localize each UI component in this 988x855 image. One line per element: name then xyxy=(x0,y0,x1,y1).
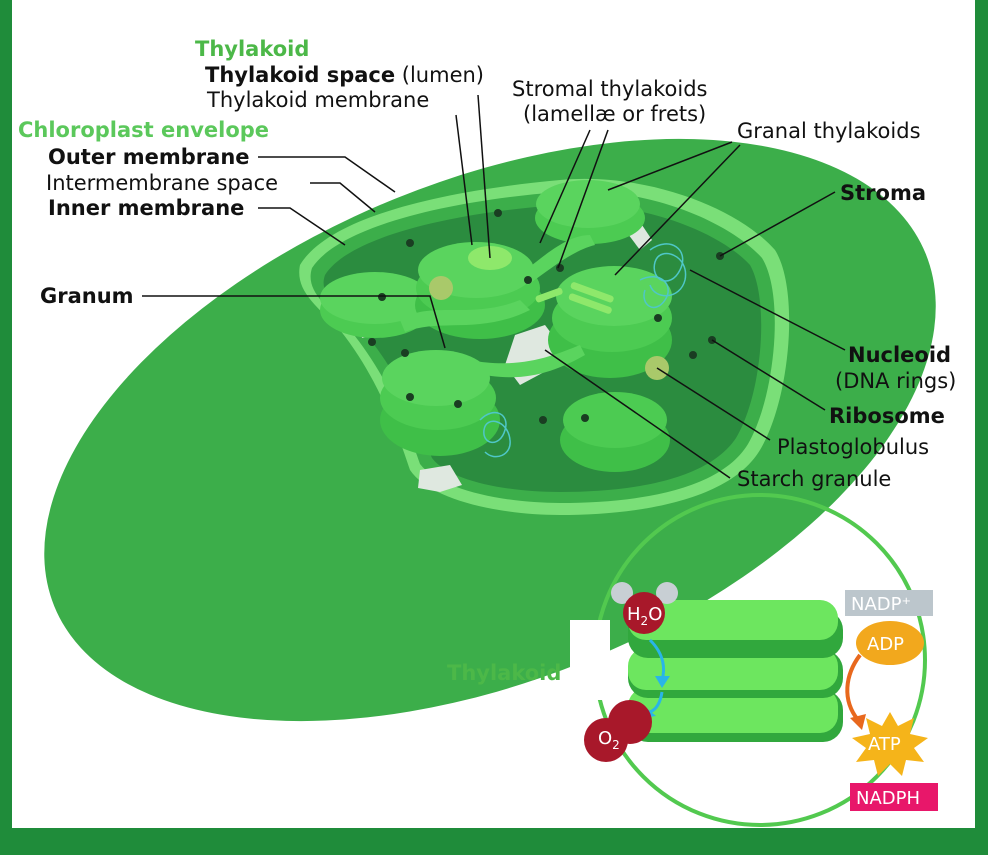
labels: Thylakoid Thylakoid space (lumen) Thylak… xyxy=(18,37,956,491)
thylakoid-space-label: Thylakoid space (lumen) xyxy=(205,63,484,87)
leader-thylakoid-space xyxy=(477,94,491,259)
outer-membrane-label: Outer membrane xyxy=(48,145,250,169)
hydrogen-atom xyxy=(611,582,633,604)
granum-bottom-left xyxy=(380,350,500,456)
ribosome-dot xyxy=(654,314,662,322)
ribosome-dot xyxy=(581,414,589,422)
ribosome-dot xyxy=(378,293,386,301)
atp-synthesis-arrow xyxy=(845,653,862,722)
nadph-badge xyxy=(850,783,938,811)
granal-thylakoids-label: Granal thylakoids xyxy=(737,119,921,143)
ribosome-dot xyxy=(406,239,414,247)
thylakoid-membrane-label: Thylakoid membrane xyxy=(206,88,429,112)
oxygen-atom xyxy=(623,592,665,634)
inset-thylakoid-stack xyxy=(628,600,843,742)
water-molecule: H2O xyxy=(611,582,678,634)
leader-granal-1 xyxy=(607,141,733,191)
ribosome-dot xyxy=(556,264,564,272)
leader-lines xyxy=(142,94,846,479)
inset-disc xyxy=(628,688,838,733)
ribosome-dot xyxy=(494,209,502,217)
thylakoid-inset: Thylakoid H2O O2 xyxy=(447,493,938,827)
leader-inner-membrane xyxy=(258,207,346,246)
oxygen-molecule: O2 xyxy=(584,700,652,762)
atp-synthesis-arrowhead xyxy=(850,714,866,730)
nadp-plus-label: NADP⁺ xyxy=(851,594,911,615)
leader-starch-granule xyxy=(544,349,731,479)
leader-granal-2 xyxy=(614,144,741,276)
leader-stromal-1 xyxy=(539,129,591,244)
starch-granule-label: Starch granule xyxy=(737,467,891,491)
thylakoid-heading: Thylakoid xyxy=(195,37,309,61)
plastoglobulus-shape xyxy=(429,276,453,300)
atp-star-shape xyxy=(852,712,928,776)
ribosome-dot xyxy=(539,416,547,424)
leader-thylakoid-membrane xyxy=(455,114,473,246)
electron-flow-arrowhead xyxy=(655,676,670,688)
stromal-lamella-shape xyxy=(568,293,612,314)
dna-ring-shape xyxy=(639,276,669,309)
plastoglobulus-label: Plastoglobulus xyxy=(777,435,929,459)
inset-disc xyxy=(628,600,838,640)
nadp-plus-badge xyxy=(845,590,933,616)
stromal-thylakoid-shape xyxy=(400,300,530,332)
ribosome-dot xyxy=(689,351,697,359)
oxygen-flow-arrow xyxy=(649,691,664,714)
diagram-panel: Thylakoid Thylakoid space (lumen) Thylak… xyxy=(12,0,975,828)
o2-label: O2 xyxy=(598,728,620,752)
granum-disc xyxy=(320,272,430,324)
oxygen-atom xyxy=(584,718,628,762)
granum-right xyxy=(548,266,672,380)
ribosome-dot xyxy=(401,349,409,357)
starch-granule-shape xyxy=(418,465,462,492)
leader-granum xyxy=(142,295,446,349)
nucleoid-label: Nucleoid xyxy=(848,343,951,367)
stromal-thylakoid-shape xyxy=(520,235,595,285)
atp-label: ATP xyxy=(868,734,901,755)
stroma-label: Stroma xyxy=(840,181,926,205)
nadph-label: NADPH xyxy=(856,788,920,809)
ribosome-dot xyxy=(454,400,462,408)
ribosome-dot xyxy=(524,276,532,284)
stromal-thylakoids-sub: (lamellæ or frets) xyxy=(523,102,706,126)
granum-disc xyxy=(563,392,667,448)
hydrogen-atom xyxy=(656,582,678,604)
adp-badge xyxy=(856,621,924,665)
granum-label: Granum xyxy=(40,284,134,308)
ribosome-dot xyxy=(368,338,376,346)
chloroplast-diagram: Thylakoid Thylakoid space (lumen) Thylak… xyxy=(18,37,956,827)
stromal-lamella-shape xyxy=(570,282,614,303)
adp-label: ADP xyxy=(867,634,904,655)
leader-stroma xyxy=(719,191,836,257)
nucleoid-sub: (DNA rings) xyxy=(835,369,956,393)
ribosome-dot xyxy=(406,393,414,401)
leader-plastoglobulus xyxy=(656,367,771,441)
ribosome-dot xyxy=(716,252,724,260)
stromal-thylakoids-label: Stromal thylakoids xyxy=(512,77,707,101)
chloroplast-envelope-heading: Chloroplast envelope xyxy=(18,118,269,142)
granum-top-right xyxy=(535,180,645,244)
inset-disc xyxy=(628,648,838,690)
inner-membrane-label: Inner membrane xyxy=(48,196,244,220)
dna-ring-shape xyxy=(649,243,687,297)
granum-disc xyxy=(556,266,672,326)
stromal-lamella-shape xyxy=(535,287,563,303)
leader-intermembrane-space xyxy=(310,182,376,213)
nucleoid-dna xyxy=(479,243,687,458)
granum-bottom-right xyxy=(560,392,670,472)
leader-outer-membrane xyxy=(258,156,396,193)
h2o-label: H2O xyxy=(627,604,662,628)
leader-nucleoid xyxy=(689,269,846,351)
inset-ring-gap xyxy=(570,620,610,700)
dna-ring-shape xyxy=(479,411,511,458)
intermembrane-space-label: Intermembrane space xyxy=(46,171,278,195)
ribosome-label: Ribosome xyxy=(829,404,945,428)
stromal-thylakoid-shape xyxy=(470,345,585,378)
leader-ribosome xyxy=(711,339,826,411)
leader-stromal-2 xyxy=(557,129,609,269)
granum-disc xyxy=(382,350,490,406)
inset-thylakoid-title: Thylakoid xyxy=(447,661,561,685)
